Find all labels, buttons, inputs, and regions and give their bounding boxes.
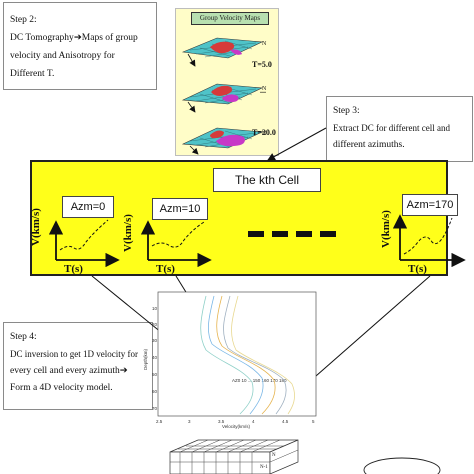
step3-box: Step 3: Extract DC for different cell an… — [326, 96, 473, 162]
step3-line2: different azimuths. — [333, 140, 405, 150]
step4-line2a: every cell and every azimuth — [10, 366, 120, 376]
step2-box: Step 2: DC Tomography➔Maps of group velo… — [3, 2, 157, 90]
azm-170-label: Azm=170 — [402, 194, 458, 216]
xtick-3: 3 — [188, 419, 191, 424]
t-axis-label-2: T(s) — [156, 263, 175, 275]
cell-grid-4d-model: N N-1 — [169, 439, 299, 474]
step2-arrow-icon: ➔ — [73, 33, 82, 43]
ytick-30: 30 — [152, 338, 158, 343]
map-n-1: N — [262, 41, 267, 47]
ytick-60: 60 — [152, 389, 158, 394]
ytick-50: 50 — [152, 372, 158, 377]
step2-line1a: DC Tomography — [10, 33, 74, 43]
xtick-3.5: 3.5 — [218, 419, 225, 424]
map-period-t20: T=20.0 — [252, 128, 276, 137]
ytick-20: 20 — [152, 322, 158, 327]
azm-10-label: Azm=10 — [152, 198, 208, 220]
xtick-4: 4 — [252, 419, 255, 424]
xtick-2.5: 2.5 — [156, 419, 163, 424]
step2-line3: Different T. — [10, 69, 55, 79]
mini-chart-azm0 — [48, 219, 120, 268]
velocity-map-t20 — [181, 127, 264, 149]
ytick-70: 70 — [152, 406, 158, 411]
group-velocity-maps-title: Group Velocity Maps — [191, 12, 269, 25]
kth-cell-title: The kth Cell — [213, 168, 321, 192]
azm-0-label: Azm=0 — [62, 196, 114, 218]
profile-legend: AZ0 10 ... 150 160 170 180 — [232, 378, 287, 383]
step2-line1b: Maps of group — [81, 33, 138, 43]
grid-label-n-1: N-1 — [260, 465, 268, 470]
ytick-10: 10 — [152, 306, 158, 311]
step4-line1: DC inversion to get 1D velocity for — [10, 349, 138, 359]
step3-line1: Extract DC for different cell and — [333, 123, 451, 133]
xtick-4.5: 4.5 — [282, 419, 289, 424]
step3-title: Step 3: — [333, 106, 360, 116]
map-n-2: N — [262, 86, 267, 92]
xtick-5: 5 — [312, 419, 315, 424]
step4-line3: Form a 4D velocity model. — [10, 383, 113, 393]
t-axis-label-1: T(s) — [64, 263, 83, 275]
velocity-map-mid — [181, 83, 264, 105]
bottom-ellipse — [363, 457, 441, 474]
velocity-profile-plot: 10 20 30 40 50 60 70 2.5 3 3.5 4 4.5 5 V… — [143, 291, 317, 429]
step2-line1: DC Tomography➔Maps of group — [10, 29, 150, 47]
step4-arrow-icon: ➔ — [119, 366, 128, 376]
profile-xlabel: Velocity(km/s) — [222, 424, 251, 429]
grid-label-n: N — [272, 453, 276, 458]
step4-box: Step 4: DC inversion to get 1D velocity … — [3, 322, 153, 410]
map-n-3: N — [262, 131, 267, 137]
profile-ylabel: Depth(km) — [143, 348, 148, 370]
ytick-40: 40 — [152, 355, 158, 360]
step2-title: Step 2: — [10, 15, 37, 25]
mini-chart-azm170 — [392, 214, 466, 268]
step2-line2: velocity and Anisotropy for — [10, 51, 115, 61]
map-period-dots: ... — [260, 86, 266, 95]
step4-title: Step 4: — [10, 332, 37, 342]
map-period-t5: T=5.0 — [252, 60, 272, 69]
step4-line2: every cell and every azimuth➔ — [10, 363, 150, 380]
mini-chart-azm10 — [140, 220, 212, 268]
t-axis-label-3: T(s) — [408, 263, 427, 275]
velocity-map-t5 — [181, 37, 264, 59]
